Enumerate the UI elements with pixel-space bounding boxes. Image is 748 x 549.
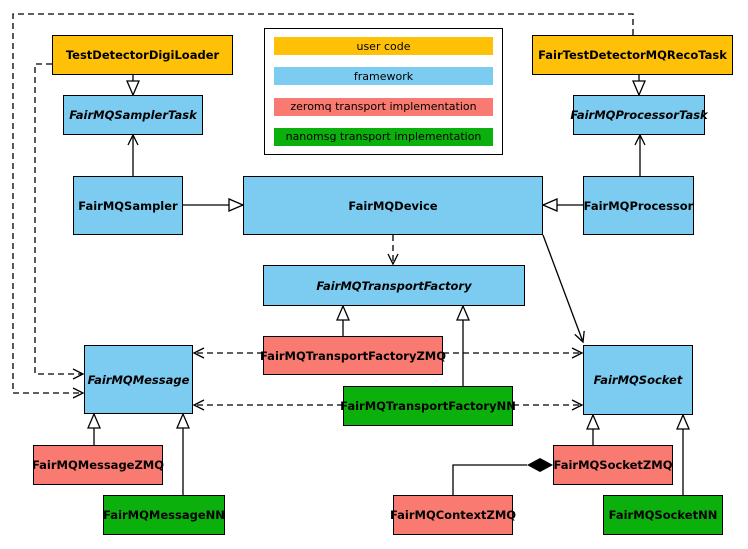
node-fairmqprocessortask: FairMQProcessorTask <box>570 95 708 135</box>
node-fairmqsocketnn: FairMQSocketNN <box>603 495 723 535</box>
legend: user code framework zeromq transport imp… <box>264 28 503 155</box>
node-fairmqsampler: FairMQSampler <box>73 176 183 235</box>
node-fairmqsamplertask: FairMQSamplerTask <box>63 95 203 135</box>
node-fairmqmessagezmq: FairMQMessageZMQ <box>32 445 164 485</box>
legend-item-zeromq: zeromq transport implementation <box>274 97 493 116</box>
dashed-dependency-connectors <box>12 13 634 411</box>
node-fairmqprocessor: FairMQProcessor <box>583 176 694 235</box>
node-fairmqsocket: FairMQSocket <box>583 345 693 415</box>
node-fairmqsocketzmq: FairMQSocketZMQ <box>553 445 673 485</box>
node-fairmqmessage: FairMQMessage <box>84 345 193 414</box>
legend-item-user-code: user code <box>274 37 493 55</box>
composition-diamond-icon <box>527 458 553 472</box>
node-fairtestdetectormqrecotask: FairTestDetectorMQRecoTask <box>532 35 733 75</box>
node-fairmqmessagenn: FairMQMessageNN <box>103 495 225 535</box>
node-fairmqtransportfactory: FairMQTransportFactory <box>263 265 525 306</box>
node-fairmqcontextzmq: FairMQContextZMQ <box>390 495 516 535</box>
triangle-connectors <box>87 75 690 495</box>
edge-recotask-message <box>12 13 634 399</box>
legend-item-nanomsg: nanomsg transport implementation <box>274 127 493 146</box>
node-fairmqtransportfactoryzmq: FairMQTransportFactoryZMQ <box>260 336 446 375</box>
legend-item-framework: framework <box>274 67 493 86</box>
edge-contextzmq-socketzmq <box>452 464 527 495</box>
node-fairmqtransportfactorynn: FairMQTransportFactoryNN <box>340 386 516 426</box>
edge-device-socket <box>542 234 585 344</box>
solid-arrow-connectors <box>127 133 646 344</box>
node-testdetectordigiloader: TestDetectorDigiLoader <box>52 35 233 75</box>
edge-digiloader-message <box>34 63 85 380</box>
node-fairmqdevice: FairMQDevice <box>243 176 543 235</box>
